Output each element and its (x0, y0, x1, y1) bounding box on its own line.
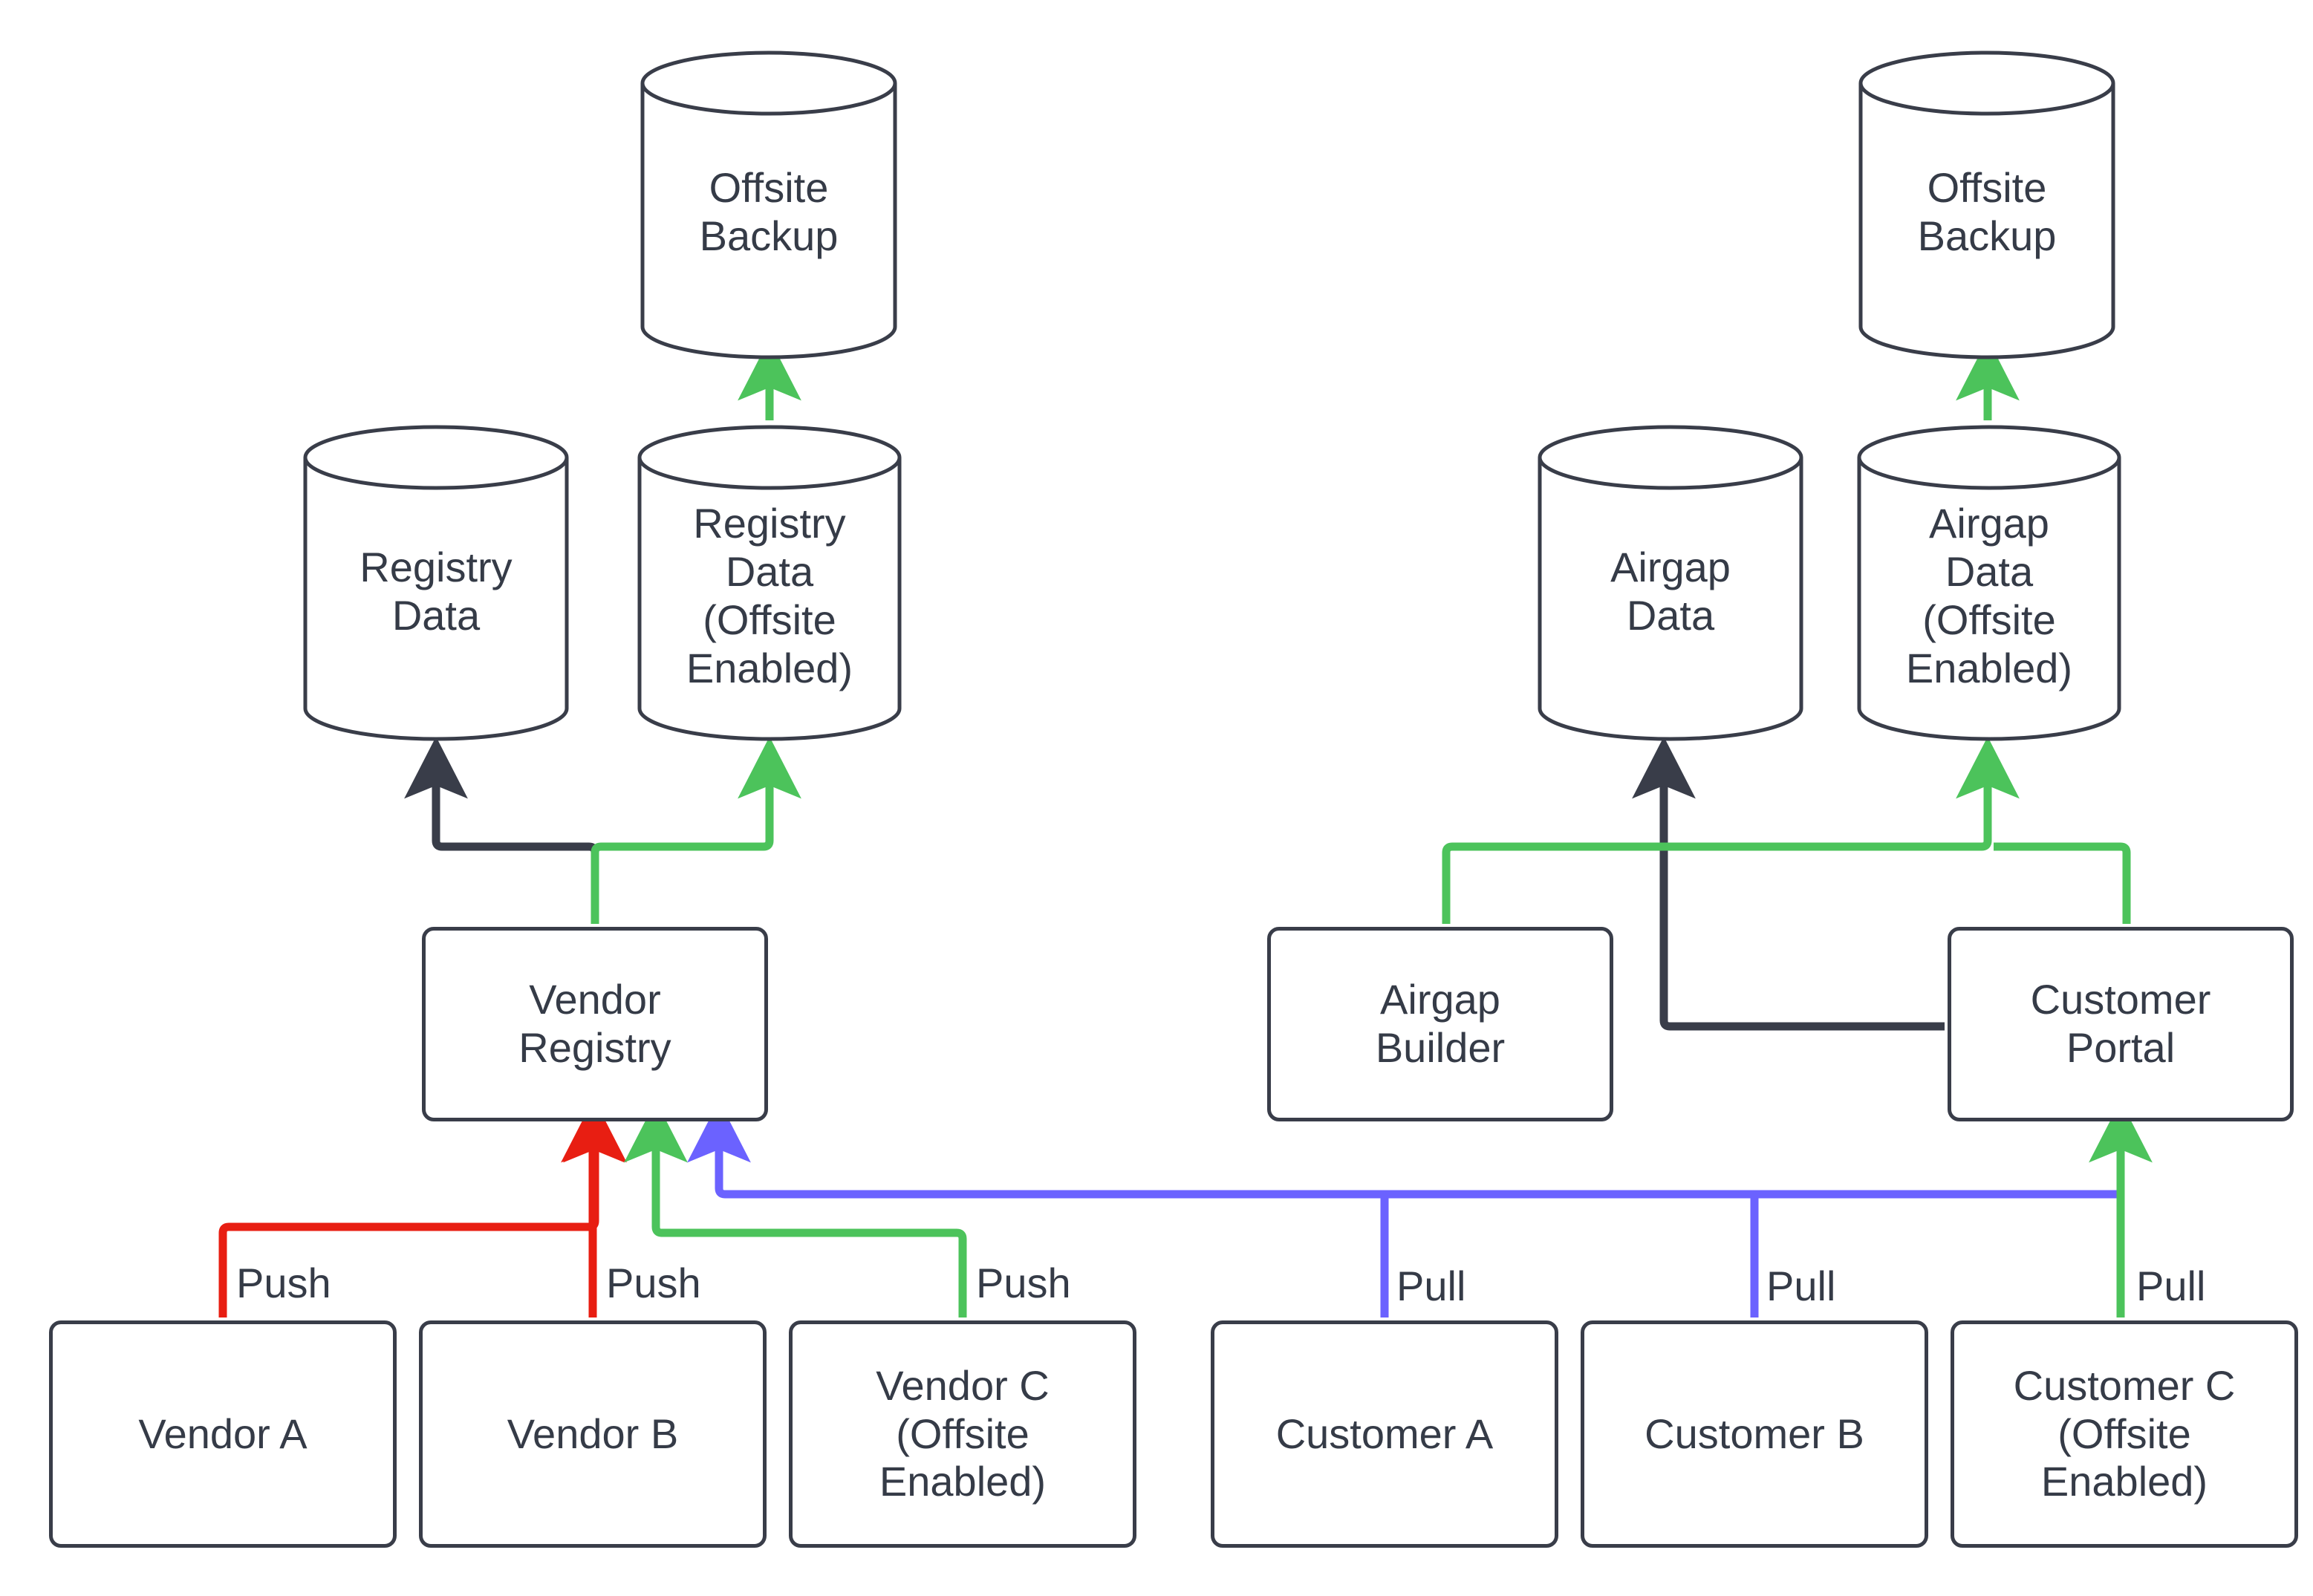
edge-label-pull-customer-a: Pull (1396, 1263, 1466, 1309)
node-vendor-a[interactable]: Vendor A (49, 1320, 397, 1548)
node-label: Customer A (1275, 1410, 1494, 1457)
node-airgap-data[interactable]: Airgap Data (1536, 423, 1805, 743)
node-label: Customer B (1645, 1410, 1864, 1457)
edge-vendor-registry-to-registry-offsite (591, 736, 801, 924)
node-label: Registry Data (Offsite Enabled) (686, 500, 853, 691)
node-label: Offsite Backup (1917, 164, 2057, 259)
edge-airgap-builder-to-airgap-offsite (1442, 736, 2020, 924)
edge-vendor-registry-to-registry-data (404, 736, 599, 924)
node-registry-data[interactable]: Registry Data (302, 423, 570, 743)
cylinder-shape (1858, 51, 2115, 359)
edge-label-push-vendor-a: Push (236, 1260, 331, 1306)
edge-portal-to-airgap-offsite (1994, 842, 2131, 924)
node-vendor-b[interactable]: Vendor B (419, 1320, 767, 1548)
edge-label-push-vendor-b: Push (606, 1260, 701, 1306)
node-airgap-builder[interactable]: Airgap Builder (1267, 927, 1613, 1121)
node-label: Airgap Data (Offsite Enabled) (1905, 500, 2073, 691)
node-label: Vendor C (Offsite Enabled) (876, 1361, 1050, 1505)
cylinder-shape (1857, 425, 2121, 741)
cylinder-shape (637, 425, 902, 741)
node-label: Vendor A (138, 1410, 308, 1457)
node-label: Customer Portal (2030, 976, 2211, 1071)
node-airgap-data-offsite[interactable]: Airgap Data (Offsite Enabled) (1855, 423, 2123, 743)
node-label: Registry Data (360, 544, 513, 639)
edge-label-push-vendor-c: Push (976, 1260, 1071, 1306)
cylinder-shape (640, 51, 897, 359)
node-vendor-c[interactable]: Vendor C (Offsite Enabled) (789, 1320, 1136, 1548)
node-label: Offsite Backup (699, 164, 839, 259)
node-label: Airgap Data (1610, 544, 1731, 639)
node-registry-data-offsite[interactable]: Registry Data (Offsite Enabled) (636, 423, 903, 743)
edge-label-pull-customer-c: Pull (2136, 1263, 2206, 1309)
node-label: Vendor Registry (518, 976, 671, 1071)
node-label: Customer C (Offsite Enabled) (2013, 1361, 2236, 1505)
node-customer-portal[interactable]: Customer Portal (1948, 927, 2294, 1121)
edge-customer-a-pull (687, 1100, 1389, 1317)
node-customer-c[interactable]: Customer C (Offsite Enabled) (1951, 1320, 2298, 1548)
node-label: Vendor B (507, 1410, 679, 1457)
edge-label-pull-customer-b: Pull (1766, 1263, 1836, 1309)
node-offsite-backup-right[interactable]: Offsite Backup (1857, 49, 2117, 361)
node-label: Airgap Builder (1375, 976, 1506, 1071)
edge-portal-to-airgap-data (1632, 736, 1945, 1031)
node-offsite-backup-left[interactable]: Offsite Backup (639, 49, 899, 361)
node-vendor-registry[interactable]: Vendor Registry (422, 927, 768, 1121)
node-customer-a[interactable]: Customer A (1211, 1320, 1558, 1548)
edge-vendor-c-push (624, 1100, 967, 1317)
node-customer-b[interactable]: Customer B (1581, 1320, 1928, 1548)
